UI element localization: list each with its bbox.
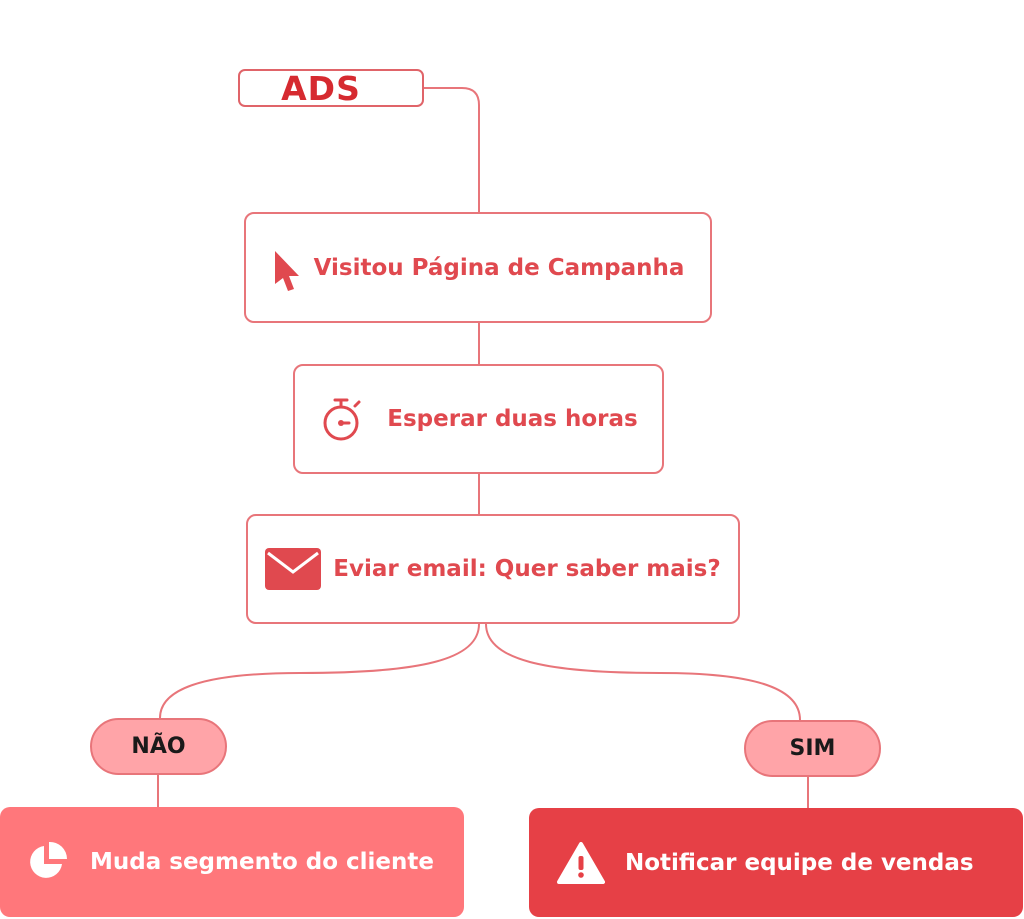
visit-campaign-page-node[interactable]: Visitou Página de Campanha	[244, 212, 712, 323]
warning-icon	[557, 841, 605, 884]
connector-email-nao	[159, 623, 480, 719]
wait-node[interactable]: Esperar duas horas	[293, 364, 664, 474]
ads-label: ADS	[281, 68, 361, 108]
wait-label: Esperar duas horas	[387, 406, 638, 432]
send-email-node[interactable]: Eviar email: Quer saber mais?	[246, 514, 740, 624]
connector-email-sim	[485, 623, 801, 721]
branch-yes-pill[interactable]: SIM	[744, 720, 881, 777]
envelope-icon	[265, 548, 322, 590]
visit-label: Visitou Página de Campanha	[313, 254, 685, 281]
notify-sales-action[interactable]: Notificar equipe de vendas	[529, 808, 1023, 917]
email-label: Eviar email: Quer saber mais?	[333, 556, 721, 582]
change-segment-label: Muda segmento do cliente	[90, 849, 434, 875]
branch-yes-label: SIM	[789, 736, 836, 761]
branch-no-pill[interactable]: NÃO	[90, 718, 227, 775]
notify-sales-label: Notificar equipe de vendas	[625, 849, 974, 876]
pie-chart-icon	[26, 841, 68, 883]
cursor-arrow-icon	[272, 249, 302, 293]
branch-no-label: NÃO	[131, 734, 186, 759]
ads-node[interactable]: ADS	[238, 68, 424, 108]
change-segment-action[interactable]: Muda segmento do cliente	[0, 807, 464, 917]
stopwatch-icon	[319, 395, 363, 443]
connector-ads-visit	[424, 87, 480, 212]
